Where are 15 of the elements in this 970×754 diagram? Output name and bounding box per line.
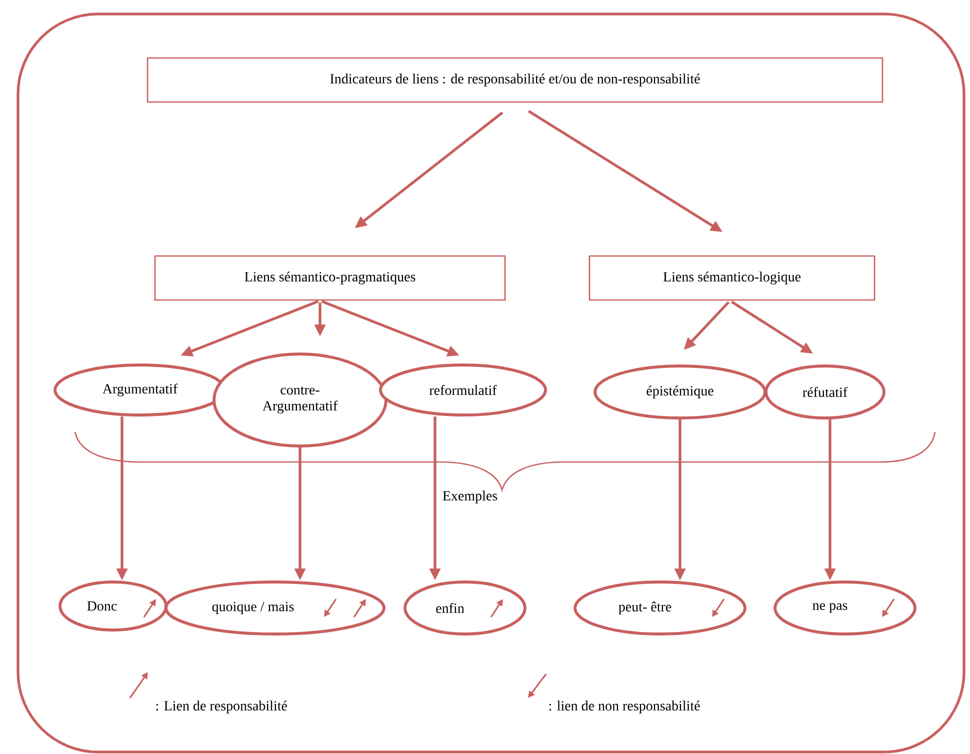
oval: épistémique (594, 364, 766, 420)
oval: ne pas (774, 580, 916, 636)
legend-text: : Lien de responsabilité (156, 700, 287, 714)
oval: reformulatif (379, 364, 547, 416)
oval: Argumentatif (54, 364, 226, 416)
legend-text: : lien de non responsabilité (549, 700, 700, 714)
oval: réfutatif (764, 364, 886, 420)
oval: enfin (404, 580, 526, 636)
oval: contre- Argumentatif (212, 352, 388, 448)
banner-box: Liens sémantico-pragmatiques (154, 255, 506, 301)
oval: peut- être (574, 580, 746, 636)
banner-box: Indicateurs de liens : de responsabilité et/ou de non-responsabilité (146, 57, 884, 103)
oval: Donc (58, 580, 168, 632)
brace-label: Exemples (442, 490, 498, 504)
banner-box: Liens sémantico-logique (588, 255, 876, 301)
